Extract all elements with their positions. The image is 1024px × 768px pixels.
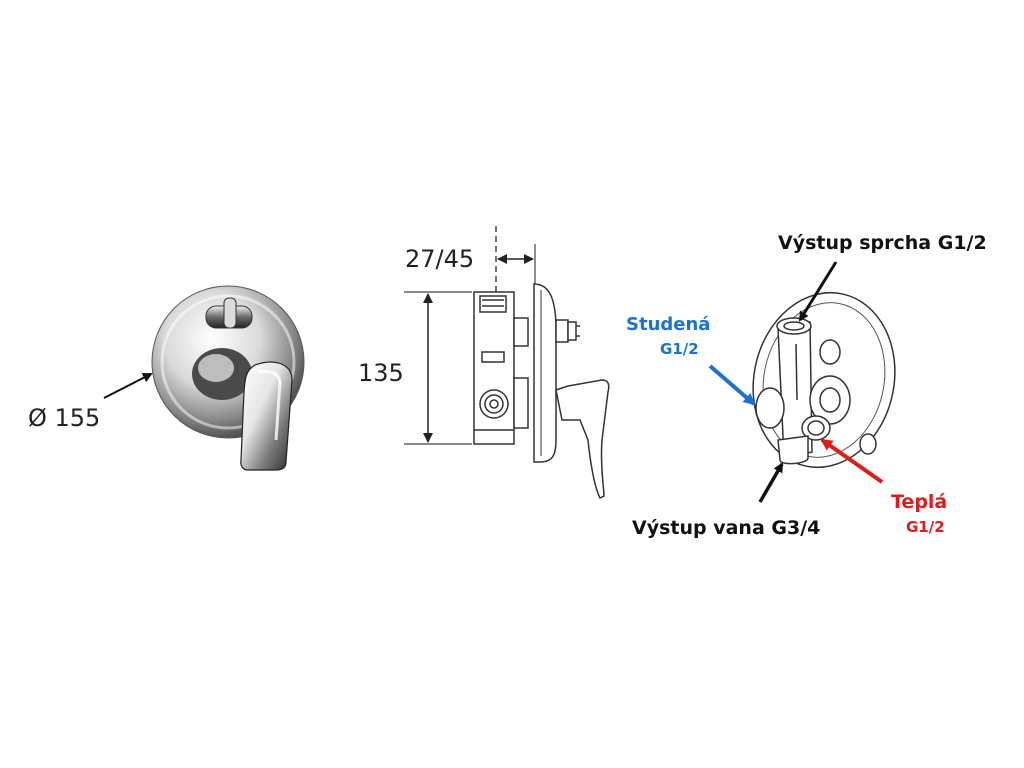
hot-label: Teplá (891, 491, 947, 513)
hot-thread-label: G1/2 (906, 518, 945, 536)
height-label: 135 (358, 359, 404, 387)
lever-profile (555, 379, 610, 500)
mixer-product-view: Ø 155 (28, 285, 305, 471)
diameter-leader-arrow (103, 373, 153, 399)
valve-body-side (473, 291, 529, 445)
shower-outlet-label: Výstup sprcha G1/2 (778, 232, 987, 254)
cold-thread-label: G1/2 (660, 340, 699, 358)
shower-outlet-arrow (798, 261, 838, 322)
cover-plate-profile (533, 283, 557, 463)
hot-inlet-arrow (820, 438, 884, 484)
cold-inlet-arrow (708, 364, 756, 406)
bath-outlet-label: Výstup vana G3/4 (632, 517, 820, 539)
depth-label: 27/45 (405, 245, 474, 273)
side-view-drawing: 27/45 135 (358, 226, 610, 500)
cold-label: Studená (626, 314, 710, 335)
lever-handle (240, 361, 293, 471)
connection-view: Výstup sprcha G1/2 Studená G1/2 Výstup v… (626, 232, 987, 539)
diameter-label: Ø 155 (28, 404, 100, 432)
bath-outlet-arrow (758, 462, 784, 503)
diverter-knob (205, 297, 253, 329)
